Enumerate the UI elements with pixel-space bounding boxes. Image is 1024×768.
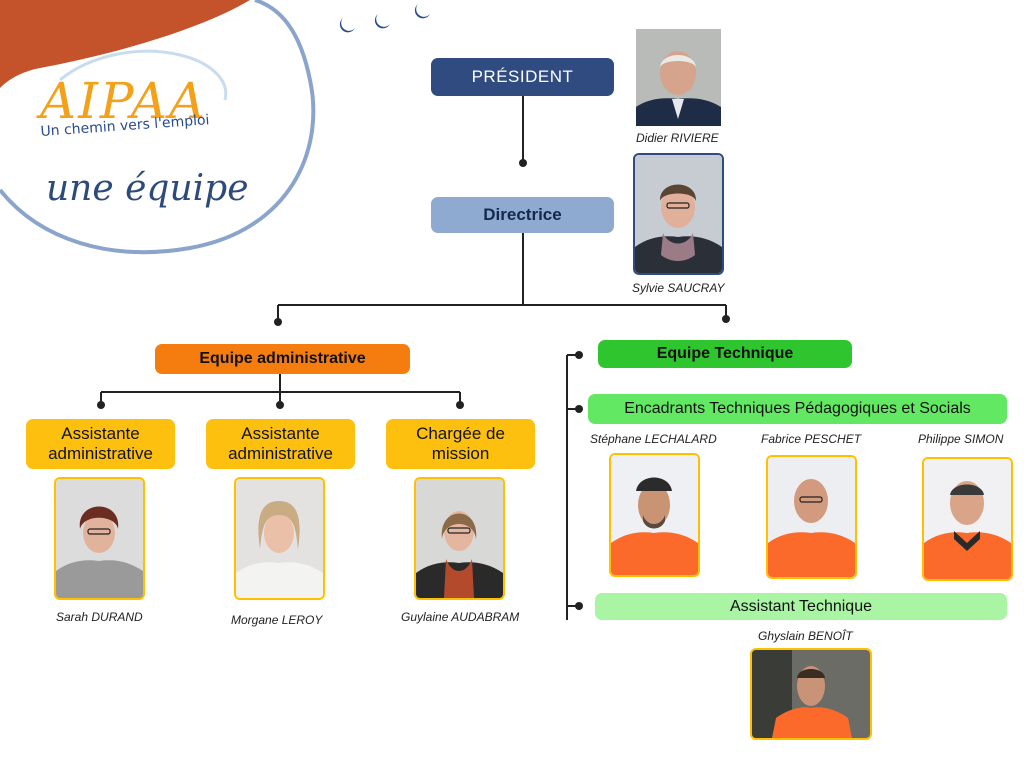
connector-dot [519, 159, 527, 167]
assistant-tech-photo [750, 648, 872, 740]
role-line: administrative [48, 444, 153, 463]
connector-dot [276, 401, 284, 409]
directrice-box: Directrice [431, 197, 614, 233]
admin-name-2: Morgane LEROY [231, 613, 323, 627]
tech-team-header: Equipe Technique [598, 340, 852, 368]
page-title: une équipe [46, 168, 249, 209]
assistant-tech-name: Ghyslain BENOÎT [758, 629, 853, 643]
encadrants-header: Encadrants Techniques Pédagogiques et So… [588, 394, 1007, 424]
directrice-name: Sylvie SAUCRAY [632, 281, 725, 295]
admin-photo-2 [234, 477, 325, 600]
moon-deco-icons [305, 0, 430, 33]
president-box: PRÉSIDENT [431, 58, 614, 96]
role-line: Chargée de [416, 424, 505, 443]
president-name: Didier RIVIERE [636, 131, 719, 145]
encadrant-name-2: Fabrice PESCHET [761, 432, 862, 446]
role-line: Assistante [61, 424, 140, 443]
logo-cloud-swash [59, 49, 228, 101]
encadrant-photo-3 [922, 457, 1013, 581]
encadrant-photo-1 [609, 453, 700, 577]
president-photo [636, 29, 721, 126]
encadrant-name-3: Philippe SIMON [918, 432, 1004, 446]
connector-dot [575, 351, 583, 359]
connector-dot [575, 405, 583, 413]
connector-dot [722, 315, 730, 323]
orange-corner-shape [0, 0, 250, 88]
admin-photo-1 [54, 477, 145, 600]
admin-photo-3 [414, 477, 505, 600]
role-line: administrative [228, 444, 333, 463]
connector-dot [575, 602, 583, 610]
encadrant-photo-2 [766, 455, 857, 579]
connector-dot [456, 401, 464, 409]
encadrant-name-1: Stéphane LECHALARD [590, 432, 717, 446]
directrice-photo [633, 153, 724, 275]
admin-team-header: Equipe administrative [155, 344, 410, 374]
logo-ring [0, 0, 316, 255]
connector-dot [274, 318, 282, 326]
role-line: mission [431, 444, 490, 463]
role-line: Assistante [241, 424, 320, 443]
logo-wordmark: AIPAA [40, 72, 208, 130]
admin-name-3: Guylaine AUDABRAM [401, 610, 520, 624]
assistant-tech-header: Assistant Technique [595, 593, 1007, 620]
admin-name-1: Sarah DURAND [56, 610, 143, 624]
connector-dot [97, 401, 105, 409]
